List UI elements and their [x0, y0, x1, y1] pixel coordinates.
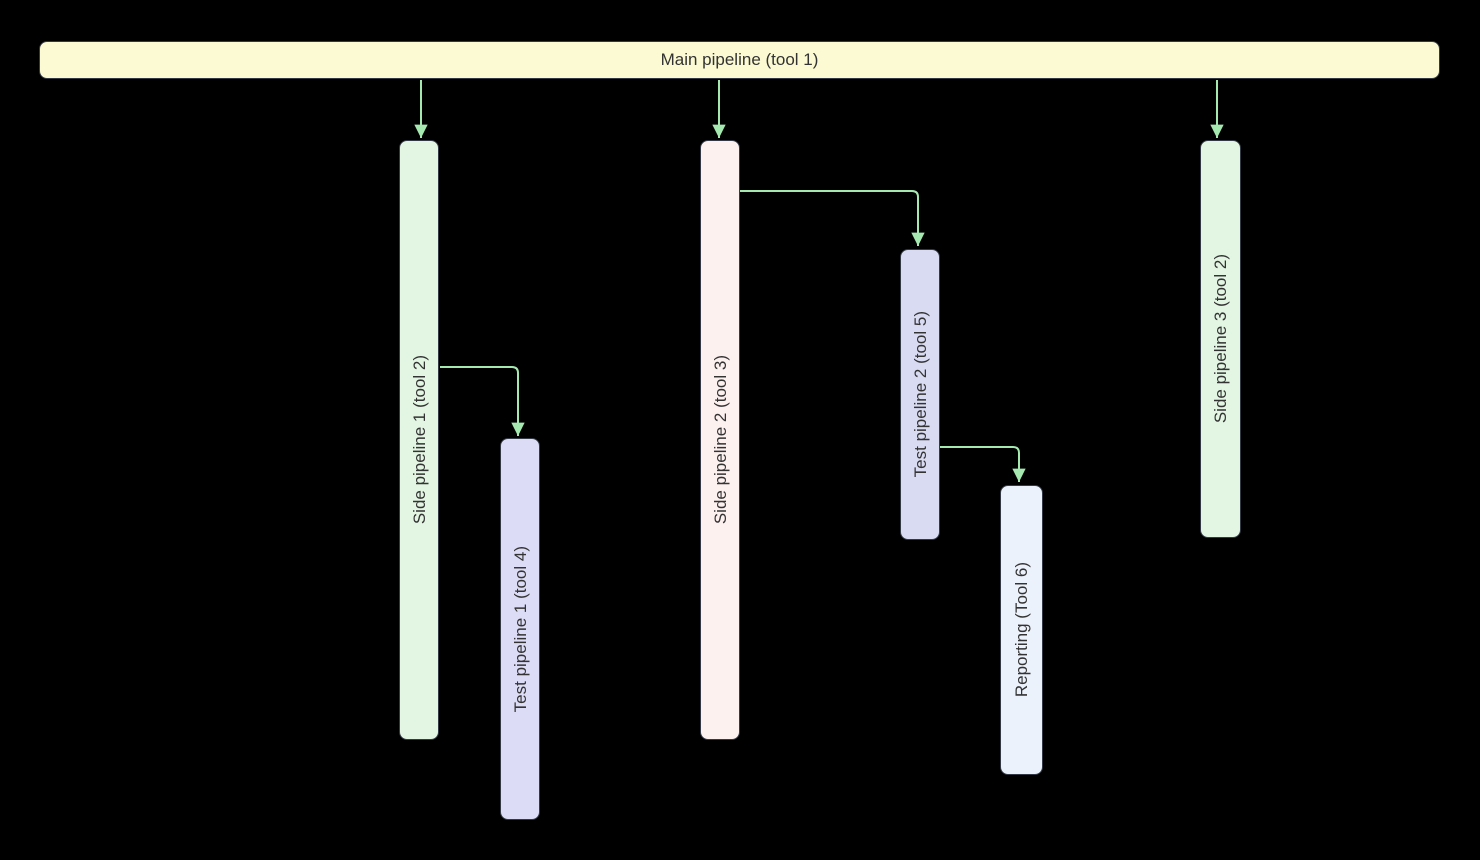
node-side-pipeline-1: Side pipeline 1 (tool 2)	[399, 140, 439, 740]
edge-side1-to-test1	[440, 366, 525, 436]
node-reporting: Reporting (Tool 6)	[1000, 485, 1043, 775]
node-label: Main pipeline (tool 1)	[660, 50, 819, 69]
node-label: Test pipeline 1 (tool 4)	[510, 545, 530, 713]
edge-side2-to-test2	[740, 190, 925, 246]
node-side-pipeline-3: Side pipeline 3 (tool 2)	[1200, 140, 1241, 538]
node-test-pipeline-1: Test pipeline 1 (tool 4)	[500, 438, 540, 820]
node-side-pipeline-2: Side pipeline 2 (tool 3)	[700, 140, 740, 740]
node-label: Test pipeline 2 (tool 5)	[910, 311, 930, 478]
node-label: Reporting (Tool 6)	[1012, 562, 1031, 698]
edge-test2-to-report	[940, 446, 1026, 482]
node-label: Side pipeline 1 (tool 2)	[409, 355, 429, 525]
node-main-pipeline: Main pipeline (tool 1)	[39, 41, 1440, 79]
node-test-pipeline-2: Test pipeline 2 (tool 5)	[900, 249, 940, 540]
node-label: Side pipeline 3 (tool 2)	[1211, 254, 1230, 424]
node-label: Side pipeline 2 (tool 3)	[710, 355, 730, 525]
